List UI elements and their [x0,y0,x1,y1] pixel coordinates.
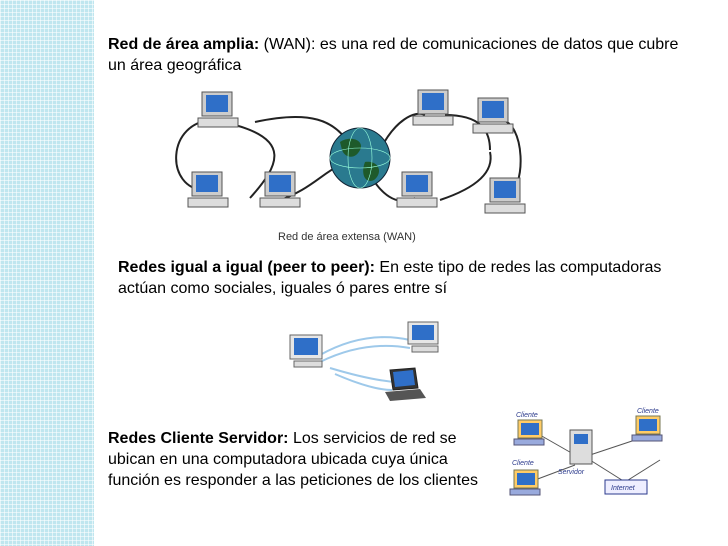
cs-internet-box: Internet [604,479,648,495]
wan-computer-1 [197,91,239,128]
wan-computer-3 [259,171,301,208]
wan-caption: Red de área extensa (WAN) [278,231,416,243]
wan-computer-2 [187,171,229,208]
wan-computer-4 [412,89,454,126]
client-server-body: Los servicios de red se ubican en una co… [108,430,478,489]
cs-client-icon-3 [509,469,541,496]
wan-description: Red de área amplia: (WAN): es una red de… [108,34,688,76]
decorative-side-strip [0,0,94,546]
cs-client-icon-1 [513,419,545,446]
p2p-diagram [289,321,439,401]
cs-client-icon-2 [631,415,663,442]
p2p-title: Redes igual a igual (peer to peer): [118,259,375,276]
cs-label-client-1: Cliente [516,412,538,419]
cs-label-client-3: Cliente [512,460,534,467]
wan-title: Red de área amplia: [108,36,260,53]
globe-icon [329,127,391,189]
p2p-laptop [385,367,426,401]
wan-computer-5 [472,97,514,134]
wan-computer-6 [396,171,438,208]
p2p-body: En este tipo de redes las computadoras a… [118,259,662,297]
client-server-title: Redes Cliente Servidor: [108,430,289,447]
cs-server-icon [569,429,593,465]
client-server-diagram: Cliente Cliente Cliente Servidor Interne… [509,408,663,496]
cs-label-internet: Internet [611,485,636,492]
p2p-description: Redes igual a igual (peer to peer): En e… [118,257,678,299]
cs-label-server: Servidor [558,469,585,476]
cs-label-client-2: Cliente [637,408,659,415]
wan-computer-7 [484,177,526,214]
wan-body: (WAN): es una red de comunicaciones de d… [108,36,679,74]
wan-diagram: Red de área extensa (WAN) [175,89,526,243]
p2p-computer-right [407,321,439,353]
client-server-description: Redes Cliente Servidor: Los servicios de… [108,428,488,491]
p2p-computer-left [289,334,323,368]
